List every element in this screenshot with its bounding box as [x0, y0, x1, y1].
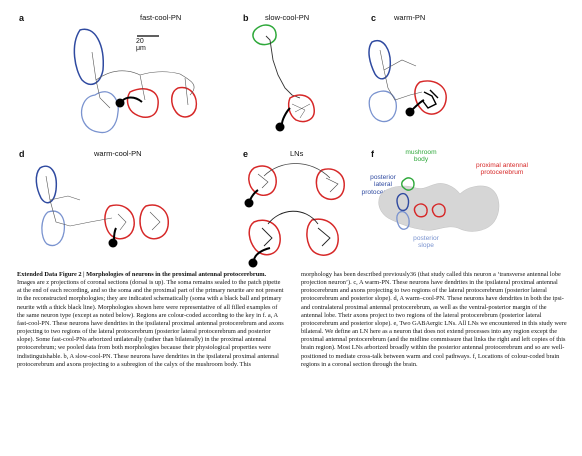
- proximal-right-region: [431, 203, 446, 218]
- panel-title-b: slow-cool-PN: [265, 13, 310, 22]
- panel-label-b: b: [243, 13, 249, 23]
- proximal-protocerebrum-left-outline: [104, 204, 135, 240]
- posterior-slope-outline: [41, 210, 66, 247]
- lower-primary-neurite: [253, 247, 271, 261]
- axon-arbor: [379, 49, 423, 101]
- upper-soma: [244, 198, 254, 208]
- axon: [265, 35, 301, 99]
- panel-title-d: warm-cool-PN: [94, 149, 142, 158]
- caption-right-body: morphology has been described previously…: [301, 271, 567, 368]
- dense-dendrites: [421, 89, 439, 109]
- lower-right-proximal-outline: [306, 218, 339, 256]
- neurite-arbor: [45, 175, 161, 231]
- soma: [275, 122, 285, 132]
- caption-left-body: Images are z projections of coronal sect…: [17, 279, 284, 368]
- upper-commissure: [263, 163, 331, 179]
- posterior-lateral-region: [396, 192, 410, 212]
- primary-neurite: [281, 107, 291, 125]
- caption-heading: Extended Data Figure 2 | Morphologies of…: [17, 271, 267, 278]
- upper-right-proximal-outline: [315, 168, 345, 201]
- panel-title-a: fast-cool-PN: [140, 13, 182, 22]
- posterior-lateral-protocerebrum-outline: [368, 39, 392, 80]
- caption-right-column: morphology has been described previously…: [301, 271, 569, 369]
- soma: [405, 107, 415, 117]
- soma: [115, 98, 125, 108]
- panel-title-e: LNs: [290, 149, 304, 158]
- neurite-arbor: [91, 51, 195, 109]
- brain-section: [378, 183, 500, 232]
- upper-left-proximal-outline: [248, 165, 277, 197]
- lower-arbor: [261, 210, 331, 247]
- mushroom-body-outline: [252, 24, 277, 46]
- posterior-lateral-protocerebrum-outline: [73, 28, 104, 86]
- panel-label-e: e: [243, 149, 249, 159]
- posterior-slope-outline: [368, 90, 397, 123]
- caption-left-column: Extended Data Figure 2 | Morphologies of…: [17, 271, 285, 369]
- posterior-lateral-protocerebrum-outline: [35, 165, 58, 204]
- panel-label-a: a: [19, 13, 25, 23]
- soma: [108, 238, 118, 248]
- panel-label-f: f: [371, 149, 374, 159]
- upper-dendrites: [257, 173, 339, 193]
- lower-soma: [248, 258, 258, 268]
- proximal-left-region: [413, 203, 428, 218]
- mushroom-body-region: [401, 177, 415, 191]
- proximal-protocerebrum-right-outline: [171, 86, 198, 118]
- panel-label-d: d: [19, 149, 25, 159]
- proximal-protocerebrum-left-outline: [126, 88, 159, 118]
- proximal-protocerebrum-outline: [414, 80, 447, 115]
- scale-bar-label: 20 μm: [136, 38, 146, 52]
- panel-label-c: c: [371, 13, 377, 23]
- panel-title-c: warm-PN: [394, 13, 426, 22]
- proximal-protocerebrum-right-outline: [139, 204, 169, 240]
- dendrites: [291, 103, 311, 119]
- posterior-slope-region: [396, 210, 410, 230]
- lower-left-proximal-outline: [248, 219, 281, 256]
